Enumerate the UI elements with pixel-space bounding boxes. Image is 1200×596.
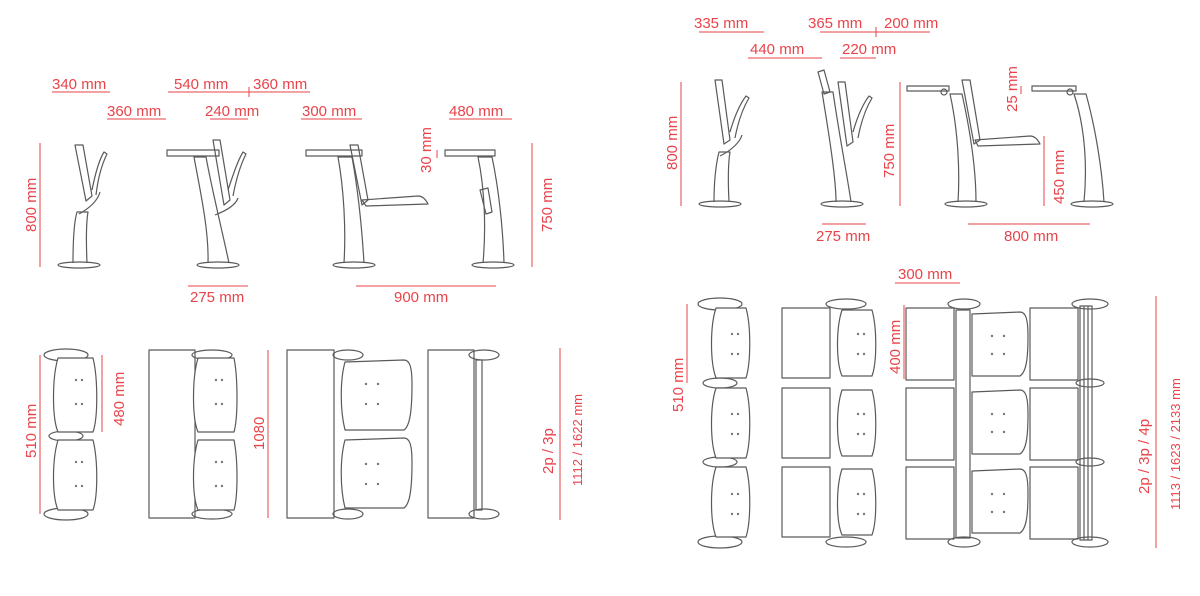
r-plan-tablet-folded (781, 298, 877, 548)
dim-335: 335 mm (694, 15, 748, 32)
lengths-left: 1112 / 1622 mm (570, 394, 585, 486)
plan-tablet-folded (148, 349, 238, 520)
r-chair-side-tablet-folded (817, 69, 873, 208)
dim-510-left: 510 mm (23, 404, 40, 458)
dim-300: 300 mm (302, 103, 356, 120)
dim-275-right: 275 mm (816, 228, 870, 245)
r-plan-tablet-open (905, 298, 1029, 548)
dim-220: 220 mm (842, 41, 896, 58)
plan-end-row (427, 349, 500, 520)
dim-800-width: 800 mm (1004, 228, 1058, 245)
dim-800-left: 800 mm (23, 178, 40, 232)
dim-25: 25 mm (1004, 66, 1021, 112)
chair-side-tablet-open (305, 144, 429, 269)
chair-side-end-unit (444, 149, 515, 269)
dim-750-left: 750 mm (539, 178, 556, 232)
left-plan-views: 510 mm 480 mm 1080 2p / 3p 1112 / 1622 m… (23, 348, 585, 521)
plan-two-seats-folded (43, 348, 98, 521)
chair-side-folded (57, 144, 108, 269)
dim-750-right: 750 mm (881, 124, 898, 178)
dim-440: 440 mm (750, 41, 804, 58)
dim-275-left: 275 mm (190, 289, 244, 306)
dim-480-plan-left: 480 mm (111, 372, 128, 426)
right-plan-views: 300 mm 510 mm 400 mm 2p / 3p / 4p 1113 /… (670, 266, 1183, 549)
dim-300-plan: 300 mm (898, 266, 952, 283)
r-chair-side-end-unit (1031, 85, 1114, 208)
left-side-views: 340 mm 360 mm 540 mm 360 mm 240 mm 300 m… (23, 76, 556, 306)
r-plan-three-folded (697, 297, 751, 549)
r-chair-side-tablet-open (906, 79, 1041, 208)
dim-240: 240 mm (205, 103, 259, 120)
dim-30: 30 mm (418, 127, 435, 173)
lengths-right: 1113 / 1623 / 2133 mm (1168, 378, 1183, 510)
dim-365: 365 mm (808, 15, 862, 32)
dim-200: 200 mm (884, 15, 938, 32)
chair-side-tablet-folded (166, 139, 247, 269)
places-left: 2p / 3p (540, 428, 557, 474)
dim-340: 340 mm (52, 76, 106, 93)
dim-480: 480 mm (449, 103, 503, 120)
dim-510-right: 510 mm (670, 358, 687, 412)
r-plan-end-row (1029, 298, 1109, 548)
dim-450: 450 mm (1051, 150, 1068, 204)
plan-tablet-open (286, 349, 413, 520)
right-side-views: 335 mm 365 mm 200 mm 440 mm 220 mm 25 mm… (664, 15, 1114, 245)
dim-800-right: 800 mm (664, 116, 681, 170)
dim-1080: 1080 (251, 417, 268, 450)
dim-540: 540 mm (174, 76, 228, 93)
dim-360-a: 360 mm (107, 103, 161, 120)
r-chair-side-folded (698, 79, 750, 208)
places-right: 2p / 3p / 4p (1136, 419, 1153, 494)
dim-400: 400 mm (887, 320, 904, 374)
dim-360-b: 360 mm (253, 76, 307, 93)
dim-900: 900 mm (394, 289, 448, 306)
